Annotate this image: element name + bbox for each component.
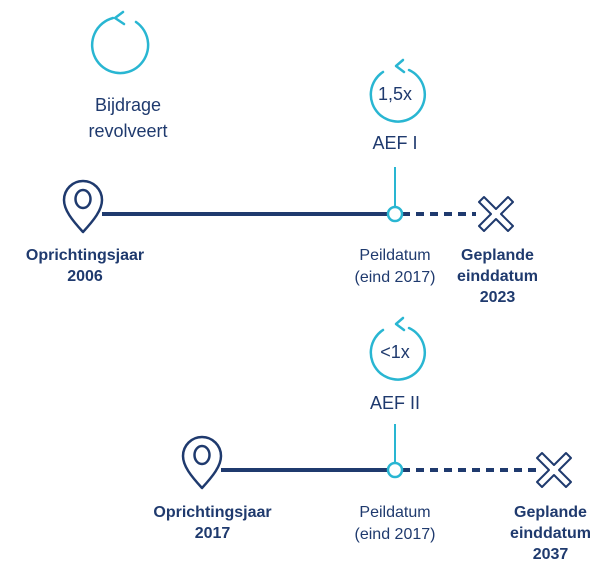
fund2-peildatum-label: Peildatum (eind 2017) [354,504,436,543]
fund2-multiple: <1x [380,342,410,362]
revolving-icon [90,10,150,75]
fund1-name: AEF I [372,133,418,153]
fund2-end-x-icon [536,452,572,488]
legend-label: Bijdrage revolveert [88,95,168,141]
fund1-peildatum-marker [386,205,404,223]
fund2-name: AEF II [369,393,420,413]
fund2-peildatum-marker [386,461,404,479]
fund2-revolve-circle [369,316,427,381]
fund1-multiple: 1,5x [377,84,413,104]
fund2-founding-label: Oprichtingsjaar 2017 [153,504,272,542]
fund2-end-label: Geplande einddatum 2037 [510,504,591,563]
fund1-founding-label: Oprichtingsjaar 2006 [25,247,145,285]
fund1-peildatum-label: Peildatum (eind 2017) [354,247,436,286]
fund1-end-x-icon [478,196,514,232]
fund1-location-pin-icon [62,179,104,234]
fund2-location-pin-icon [181,435,223,490]
fund1-end-label: Geplande einddatum 2023 [457,247,538,306]
fund1-revolve-circle [369,58,427,123]
